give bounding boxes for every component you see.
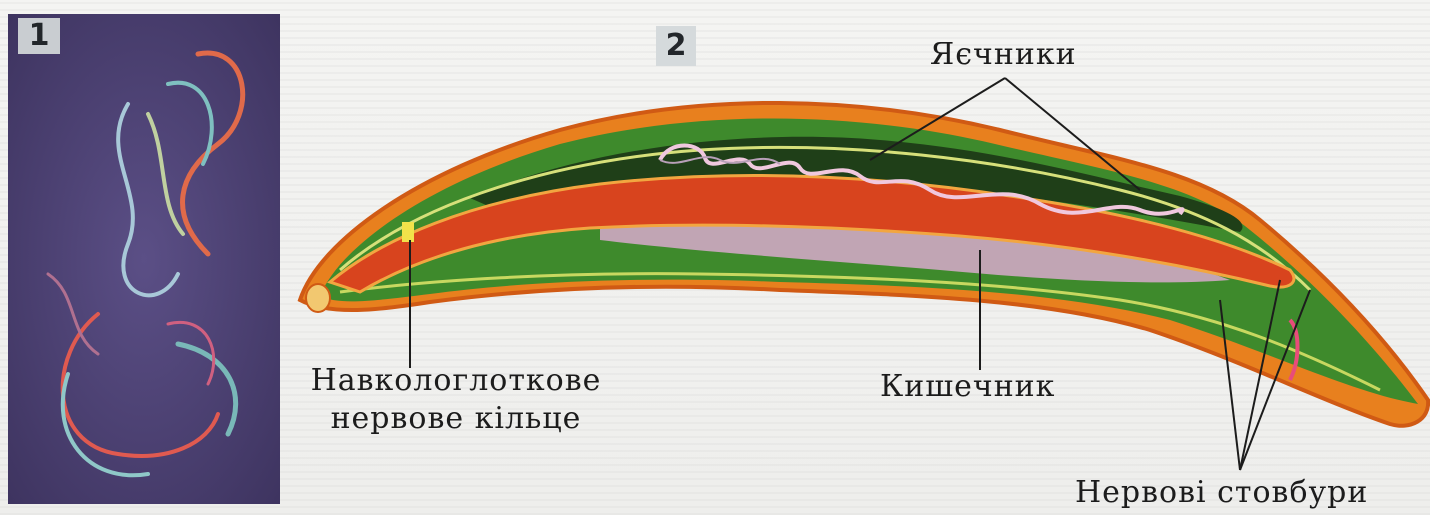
label-nerve-ring: Навкологлоткове нервове кільце [295, 362, 617, 438]
label-nerve-trunks: Нервові стовбури [1075, 474, 1368, 512]
nerve-ring-mark [402, 222, 414, 242]
label-ovaries: Яєчники [930, 36, 1077, 74]
label-intestine: Кишечник [880, 368, 1055, 406]
worm-mouth [306, 284, 330, 312]
label-nerve-ring-line-2: нервове кільце [295, 400, 617, 438]
label-nerve-ring-line-1: Навкологлоткове [295, 362, 617, 400]
